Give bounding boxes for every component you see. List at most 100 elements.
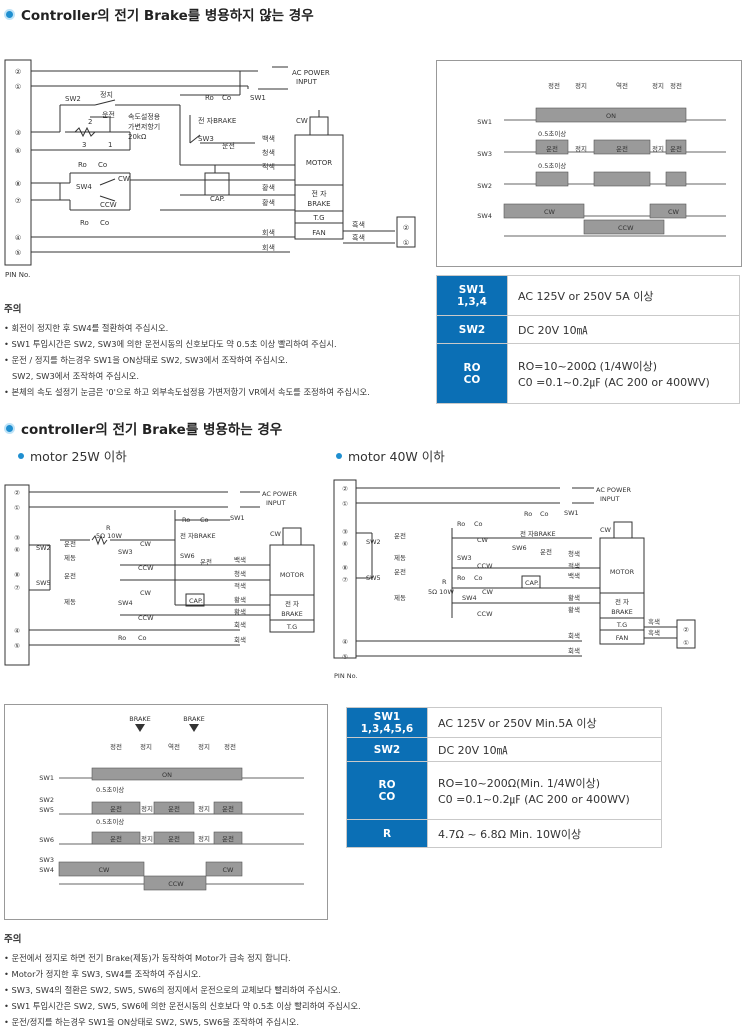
wiring-diagram-2: ② ① ③ ⑥ ⑧ ⑦ ④ ⑤ AC POWER INPUT SW1 SW2 S… xyxy=(4,484,315,666)
brake-kr-label-5: 제동 xyxy=(64,598,76,606)
spec1-key: RO CO xyxy=(436,343,508,404)
ro-label-2: Ro xyxy=(78,161,87,169)
sw4-label-2: SW4 xyxy=(118,599,133,607)
terminal-block xyxy=(4,59,32,266)
vr-point-2: 2 xyxy=(88,118,92,126)
run-label-2: 운전 xyxy=(64,539,76,548)
co-label-2c: Co xyxy=(138,634,147,642)
pin-6: ⑥ xyxy=(15,147,21,155)
section-title-2: controller의 전기 Brake를 병용하는 경우 xyxy=(4,418,282,438)
vr-point-1: 1 xyxy=(108,141,112,149)
sw6-label-2: SW6 xyxy=(180,552,195,560)
t1-run-3: 운전 xyxy=(670,144,682,153)
elec-brake-label: 전 자BRAKE xyxy=(198,116,236,125)
t2-run-4: 운전 xyxy=(110,834,122,843)
brake-label-2: BRAKE xyxy=(307,200,330,208)
speed2-label: 가변저항기 xyxy=(128,122,160,131)
motor-label: MOTOR xyxy=(306,159,332,167)
t2-on-label: ON xyxy=(162,771,172,779)
w2-yellow-1: 황색 xyxy=(234,595,246,604)
pin3-8: ⑧ xyxy=(342,564,348,572)
cap-label-2: CAP. xyxy=(189,597,203,605)
cw-label-3: CW xyxy=(477,536,489,544)
cw-motor-label-3: CW xyxy=(600,526,612,534)
notes-1-item: • SW1 투입시간은 SW2, SW3에 의한 운전시동의 신호보다도 약 0… xyxy=(4,339,337,349)
motor-label-3: MOTOR xyxy=(610,568,635,576)
ro-label-3: Ro xyxy=(80,219,89,227)
wire-white: 백색 xyxy=(262,134,275,143)
r-label: R xyxy=(106,524,111,532)
dot-icon xyxy=(336,452,342,459)
timing-chart-2: BRAKE BRAKE 정전 정지 역전 정지 정전 SW1 SW2 SW5 S… xyxy=(39,715,304,891)
spec2-value: 4.7Ω ~ 6.8Ω Min. 10W이상 xyxy=(427,819,662,848)
spec2-row: R 4.7Ω ~ 6.8Ω Min. 10W이상 xyxy=(346,819,662,848)
brake-kr-label-3: 제동 xyxy=(394,554,406,562)
t1-stop-1: 정지 xyxy=(575,144,587,153)
t2-run-1: 운전 xyxy=(110,804,122,813)
notes-1-item: • 운전 / 정지를 하는경우 SW1을 ON상태로 SW2, SW3에서 조작… xyxy=(4,355,288,365)
pin-3: ③ xyxy=(15,129,21,137)
wire-red: 적색 xyxy=(262,162,275,171)
cw-label: CW xyxy=(118,175,130,183)
input-label: INPUT xyxy=(296,78,318,86)
w2-gray-2: 회색 xyxy=(234,635,246,644)
t2-stop-c: 정지 xyxy=(141,834,153,843)
w3-gray-1: 회색 xyxy=(568,631,580,640)
pin3-1: ① xyxy=(342,500,348,508)
t1-cw-1: CW xyxy=(544,208,556,216)
t2-sw1-label: SW1 xyxy=(39,774,54,782)
elec-brake-label-2: 전 자BRAKE xyxy=(180,531,216,540)
spec1-key: SW1 1,3,4 xyxy=(436,275,508,316)
t1-reverse: 역전 xyxy=(616,81,628,90)
t2-stop-2: 정지 xyxy=(198,742,210,751)
notes-2-item: • 운전/정지를 하는경우 SW1을 ON상태로 SW2, SW5, SW6을 … xyxy=(4,1017,300,1027)
section-bullet-icon xyxy=(4,8,15,20)
t2-run-3: 운전 xyxy=(222,804,234,813)
notes-2-item: • Motor가 정지한 후 SW3, SW4를 조작하여 주십시오. xyxy=(4,969,201,979)
t2-run-6: 운전 xyxy=(222,834,234,843)
ro-label-3b: Ro xyxy=(457,574,465,582)
notes-1-item: • 본체의 속도 설정기 눈금은 '0'으로 하고 외부속도설정용 가변저항기 … xyxy=(4,387,370,397)
brake-lbl1-2: 전 자 xyxy=(285,599,299,608)
r-label-3: R xyxy=(442,578,447,586)
t1-run-1: 운전 xyxy=(546,144,558,153)
fan-pin-1b: ① xyxy=(683,639,689,647)
wiring-diagram-3: ② ① ③ ⑥ ⑧ ⑦ ④ ⑤ PIN No. AC POWER INPUT S… xyxy=(333,479,696,680)
w3-white: 백색 xyxy=(568,571,580,580)
sw6-label-3: SW6 xyxy=(512,544,527,552)
tg-label-3: T.G xyxy=(616,621,627,629)
run-label-3: 운전 xyxy=(394,531,406,540)
spec1-value: RO=10~200Ω (1/4W이상) C0 =0.1~0.2㎌ (AC 200… xyxy=(507,343,740,404)
sw3-label: SW3 xyxy=(198,135,214,143)
input-label-2: INPUT xyxy=(266,499,285,507)
brake-lbl2-3: BRAKE xyxy=(611,608,633,616)
w2-yellow-2: 황색 xyxy=(234,607,246,616)
ac-power-label-3: AC POWER xyxy=(596,486,632,494)
t1-run-2: 운전 xyxy=(616,144,628,153)
t1-sec05-label-2: 0.5초이상 xyxy=(538,161,566,170)
notes-2-item: • SW1 투입시간은 SW2, SW5, SW6에 의한 운전시동의 신호보다… xyxy=(4,1001,361,1011)
t2-run-2: 운전 xyxy=(168,804,180,813)
t2-sec05-2: 0.5초이상 xyxy=(96,817,124,826)
pin3-2: ② xyxy=(342,485,348,493)
spec1-row: SW2 DC 20V 10㎃ xyxy=(436,315,740,344)
pin3-4: ④ xyxy=(342,638,348,646)
wiring-diagram-1: ② ① ③ ⑥ ⑧ ⑦ ④ ⑤ PIN No. AC POWER INPUT S… xyxy=(4,59,416,279)
t2-run-5: 운전 xyxy=(168,834,180,843)
timing-chart-1: SW1 SW3 SW2 SW4 ON 0.5초이상 0.5초이상 운전 정지 운… xyxy=(477,81,726,237)
notes-1: 주의 • 회전이 정지한 후 SW4를 절환하여 주십시오. • SW1 투입시… xyxy=(4,302,370,400)
t1-ccw: CCW xyxy=(618,224,634,232)
run-label-sw3: 운전 xyxy=(222,141,235,150)
ro-label-2d: Ro xyxy=(182,516,190,524)
t2-stop-a: 정지 xyxy=(141,804,153,813)
notes-1-heading: 주의 xyxy=(4,304,22,315)
w2-white: 백색 xyxy=(234,555,246,564)
notes-1-item: SW2, SW3에서 조작하여 주십시오. xyxy=(12,371,140,381)
w2-blue: 청색 xyxy=(234,569,246,578)
co-label-3: Co xyxy=(474,520,483,528)
spec2-key: RO CO xyxy=(346,761,428,820)
sw5-label-3: SW5 xyxy=(366,574,381,582)
co-label: Co xyxy=(222,94,231,102)
run-label: 운전 xyxy=(102,110,115,119)
spec2-value: DC 20V 10㎃ xyxy=(427,737,662,762)
